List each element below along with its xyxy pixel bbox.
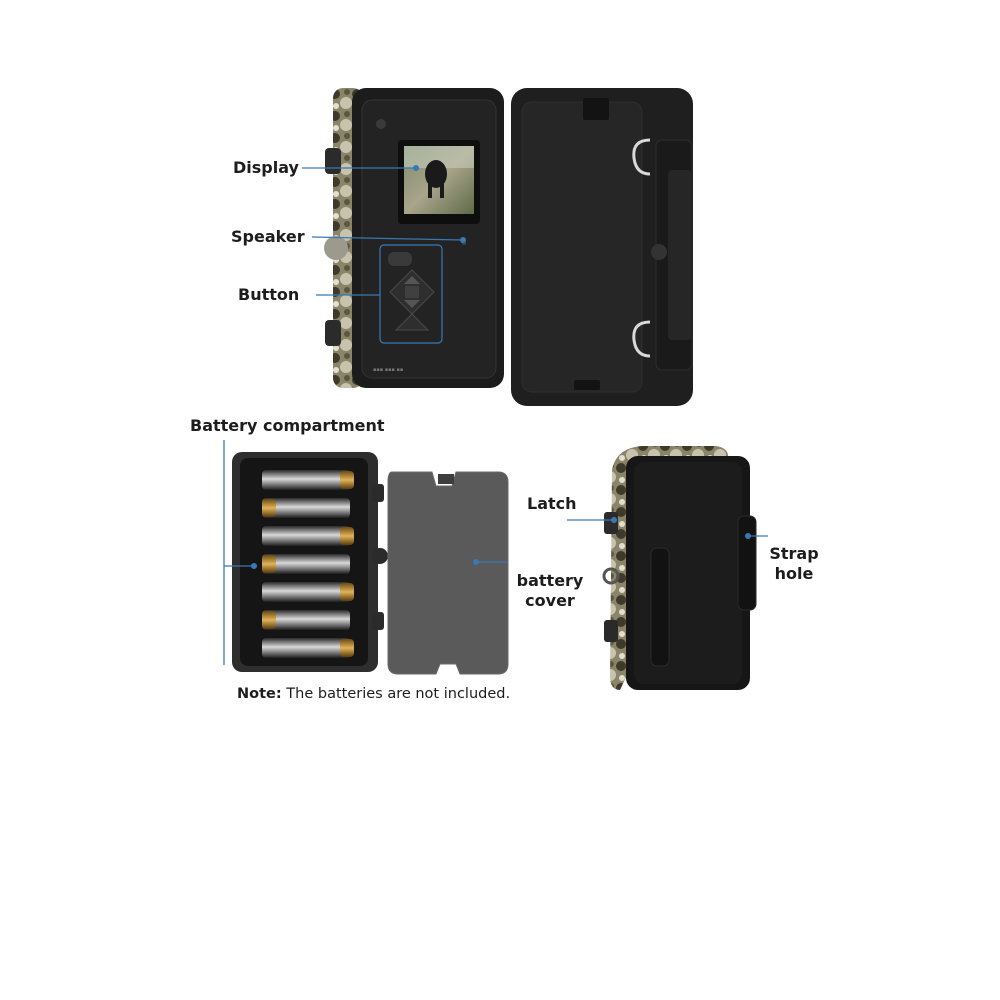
latch-knob bbox=[325, 148, 341, 174]
top-callouts bbox=[302, 164, 467, 296]
battery-row bbox=[262, 470, 354, 658]
label-strap-hole-line1: Strap bbox=[769, 544, 819, 563]
battery-compartment bbox=[232, 452, 388, 672]
battery-cover bbox=[387, 471, 509, 675]
label-battery-cover-line1: battery bbox=[516, 571, 584, 590]
label-strap-hole: Strap hole bbox=[764, 544, 824, 584]
strap-loop bbox=[632, 320, 651, 358]
label-battery-cover: battery cover bbox=[512, 571, 588, 611]
label-button: Button bbox=[238, 285, 300, 304]
latch bbox=[604, 512, 618, 534]
ok-button bbox=[388, 252, 412, 266]
svg-text:▪▪▪ ▪▪▪ ▪▪: ▪▪▪ ▪▪▪ ▪▪ bbox=[373, 367, 403, 373]
label-latch: Latch bbox=[527, 494, 577, 513]
battery-callouts bbox=[223, 440, 508, 665]
button-panel-outline bbox=[379, 244, 443, 344]
open-camera: ▪▪▪ ▪▪▪ ▪▪ bbox=[324, 88, 693, 406]
label-display: Display bbox=[233, 158, 299, 177]
label-battery-cover-line2: cover bbox=[525, 591, 575, 610]
closed-camera bbox=[602, 446, 757, 690]
label-battery-compartment: Battery compartment bbox=[190, 416, 385, 435]
label-speaker: Speaker bbox=[231, 227, 305, 246]
lens-ring bbox=[324, 236, 348, 260]
label-strap-hole-line2: hole bbox=[774, 564, 814, 583]
note-text: Note: The batteries are not included. bbox=[237, 686, 510, 702]
note-body: The batteries are not included. bbox=[286, 686, 511, 702]
closed-callouts bbox=[567, 516, 768, 540]
strap-loop bbox=[632, 138, 651, 176]
latch bbox=[604, 620, 618, 642]
latch-knob bbox=[325, 320, 341, 346]
note-prefix: Note: bbox=[237, 686, 282, 702]
strap-hole bbox=[737, 515, 757, 611]
